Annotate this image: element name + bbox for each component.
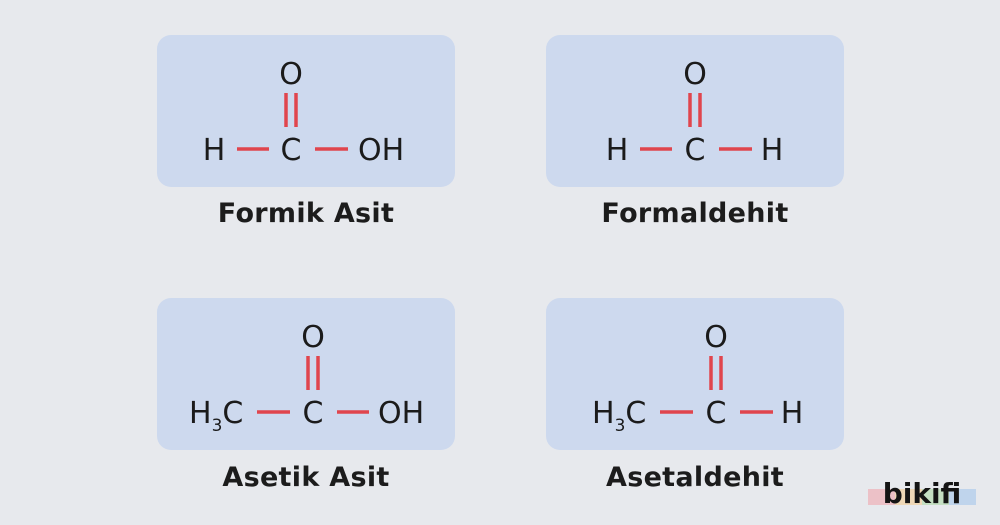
molecule-name: Asetik Asit [222,462,390,493]
structure-asetaldehit: O H3C C H [592,320,804,436]
group-methyl: H3C [189,396,243,436]
molecule-name: Asetaldehit [606,462,784,493]
atom-oxygen: O [704,320,728,355]
atom-hydrogen-left: H [203,133,226,168]
molecule-name: Formaldehit [601,198,789,229]
molecule-card-formik-asit: O H C OH [157,35,455,187]
atom-hydrogen-right: H [781,396,804,431]
molecule-card-formaldehit: O H C H [546,35,844,187]
logo-color-bars [868,489,976,505]
structure-formik-asit: O H C OH [203,57,404,168]
molecule-name: Formik Asit [217,198,395,229]
atom-oxygen: O [301,320,325,355]
atom-hydrogen-left: H [606,133,629,168]
logo-bar [949,489,976,505]
logo-bar [868,489,895,505]
group-methyl: H3C [592,396,646,436]
molecule-card-asetaldehit: O H3C C H [546,298,844,450]
bikifi-logo: bikifi [866,477,978,511]
atom-hydrogen-right: H [761,133,784,168]
structure-asetik-asit: O H3C C OH [189,320,424,436]
atom-carbon: C [706,396,727,431]
atom-carbon: C [281,133,302,168]
structure-formaldehit: O H C H [606,57,784,168]
group-hydroxyl: OH [378,396,424,431]
atom-oxygen: O [683,57,707,92]
logo-bar [895,489,922,505]
molecule-card-asetik-asit: O H3C C OH [157,298,455,450]
group-hydroxyl: OH [358,133,404,168]
logo-bar [922,489,949,505]
atom-carbon: C [685,133,706,168]
atom-oxygen: O [279,57,303,92]
atom-carbon: C [303,396,324,431]
logo-wordmark: bikifi [882,477,962,510]
